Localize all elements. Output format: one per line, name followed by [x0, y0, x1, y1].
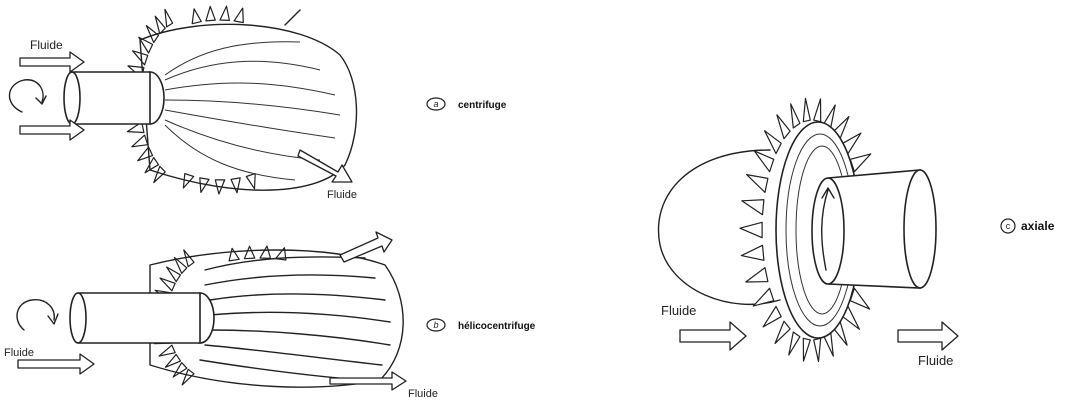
svg-text:a: a	[433, 99, 438, 109]
blade	[155, 16, 165, 34]
blade	[165, 9, 173, 27]
fluid-in-label-c: Fluide	[661, 303, 696, 318]
blade	[231, 178, 240, 193]
svg-text:b: b	[433, 320, 438, 330]
blade	[244, 246, 254, 258]
outlet-arrow-c	[898, 322, 958, 350]
blade	[182, 369, 194, 385]
blade	[260, 246, 271, 258]
blade	[165, 354, 180, 367]
blade	[175, 258, 187, 274]
blade	[803, 338, 810, 361]
blade	[753, 288, 774, 306]
blade	[814, 99, 821, 122]
blade	[220, 6, 229, 20]
blade	[246, 174, 255, 189]
blade	[206, 6, 215, 21]
blade	[192, 9, 201, 24]
blade	[791, 104, 800, 128]
impeller-axiale	[658, 99, 936, 362]
blade	[803, 99, 810, 122]
blade	[754, 151, 773, 172]
blade	[742, 200, 764, 215]
blade	[167, 267, 181, 282]
blade	[775, 321, 790, 343]
blade	[138, 147, 153, 161]
blade	[741, 245, 764, 260]
panel-name-axiale: axiale	[1021, 219, 1055, 233]
fluid-out-label-a: Fluide	[327, 189, 357, 201]
fluid-in-label-a: Fluide	[30, 38, 63, 52]
blade	[132, 135, 148, 147]
blade	[133, 51, 148, 65]
inlet-arrow-c	[680, 322, 746, 350]
rotation-arrow-a	[9, 80, 43, 112]
blade	[159, 345, 175, 356]
impeller-helicocentrifuge	[70, 232, 406, 390]
panel-marker-c: c	[1001, 219, 1015, 233]
inlet-arrow-a-bottom	[20, 120, 84, 140]
panel-name-helicocentrifuge: hélicocentrifuge	[458, 321, 536, 332]
blade	[746, 268, 768, 282]
blade	[789, 332, 800, 355]
inlet-arrow-a-top	[20, 52, 84, 72]
impeller-centrifuge	[64, 6, 356, 194]
panel-marker-a: a	[427, 98, 445, 110]
blade	[229, 248, 239, 261]
rotation-arrow-b	[17, 300, 54, 330]
blade	[763, 306, 781, 327]
blade	[747, 175, 768, 193]
blade	[234, 8, 243, 23]
svg-text:c: c	[1006, 221, 1011, 231]
fluid-out-label-c: Fluide	[918, 353, 953, 368]
fluid-out-label-b: Fluide	[408, 388, 438, 400]
blade	[160, 278, 175, 291]
panel-marker-b: b	[427, 319, 445, 331]
fluid-in-label-b: Fluide	[4, 347, 34, 359]
panel-name-centrifuge: centrifuge	[458, 100, 507, 111]
blade	[814, 338, 821, 361]
blade	[777, 115, 790, 139]
blade	[740, 222, 762, 237]
